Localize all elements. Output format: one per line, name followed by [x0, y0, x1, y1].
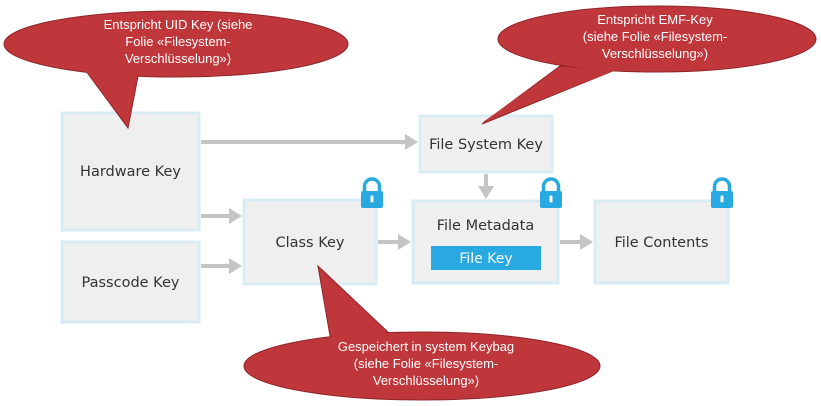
callout-uid: Entspricht UID Key (siehe Folie «Filesys… — [3, 10, 349, 130]
file-metadata-label: File Metadata — [437, 218, 535, 234]
hardware-key-label: Hardware Key — [80, 164, 181, 180]
arrow-hardware-to-classkey — [201, 208, 242, 224]
hardware-key-box: Hardware Key — [60, 111, 201, 232]
lock-icon — [711, 177, 733, 208]
callout-keybag: Gespeichert in system Keybag (siehe Foli… — [243, 264, 601, 401]
file-key-badge: File Key — [431, 246, 541, 270]
arrow-classkey-to-metadata — [378, 234, 411, 250]
callout-keybag-line-2: (siehe Folie «Filesystem- — [354, 356, 499, 371]
callout-emf: Entspricht EMF-Key (siehe Folie «Filesys… — [481, 5, 817, 125]
callout-emf-line-3: Verschlüsselung») — [602, 46, 708, 61]
file-contents-label: File Contents — [614, 235, 708, 251]
file-system-key-box: File System Key — [418, 114, 554, 174]
arrow-filesystem-to-metadata — [478, 174, 494, 199]
lock-icon — [540, 177, 562, 208]
passcode-key-box: Passcode Key — [60, 240, 201, 324]
class-key-label: Class Key — [275, 235, 344, 251]
connectors — [201, 134, 593, 274]
callout-emf-line-2: (siehe Folie «Filesystem- — [583, 29, 728, 44]
file-key-label: File Key — [459, 251, 512, 267]
class-key-box: Class Key — [242, 198, 378, 286]
arrow-metadata-to-contents — [560, 234, 593, 250]
callout-uid-line-1: Entspricht UID Key (siehe — [104, 17, 253, 32]
file-contents-box: File Contents — [593, 199, 730, 285]
arrow-passcode-to-classkey — [201, 258, 242, 274]
file-system-key-label: File System Key — [429, 137, 543, 153]
passcode-key-label: Passcode Key — [82, 275, 180, 291]
file-metadata-box: File Metadata File Key — [411, 199, 560, 285]
callout-uid-line-2: Folie «Filesystem- — [125, 34, 230, 49]
arrow-hardware-to-filesystem — [201, 134, 418, 150]
lock-icon — [361, 177, 383, 208]
callout-keybag-line-3: Verschlüsselung») — [373, 373, 479, 388]
callout-keybag-line-1: Gespeichert in system Keybag — [338, 339, 514, 354]
callout-uid-line-3: Verschlüsselung») — [125, 51, 231, 66]
callout-emf-line-1: Entspricht EMF-Key — [597, 12, 713, 27]
